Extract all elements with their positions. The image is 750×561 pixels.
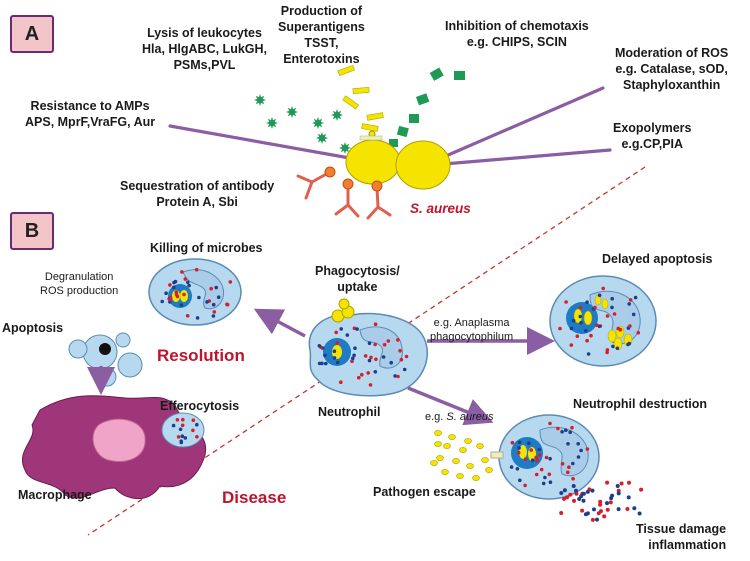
macrophage	[22, 395, 207, 500]
delayed-apoptosis-label: Delayed apoptosis	[602, 252, 713, 266]
pathogen-escape-label: Pathogen escape	[373, 485, 476, 499]
resolution-label: Resolution	[157, 346, 245, 365]
panel-a-label: A	[10, 15, 54, 53]
destroyed-neutrophil	[490, 414, 600, 500]
central-neutrophil	[308, 298, 429, 397]
phagocytosis-label: Phagocytosis/uptake	[315, 264, 400, 294]
neutrophil-label: Neutrophil	[318, 405, 381, 419]
efferocytosis-label: Efferocytosis	[160, 399, 240, 413]
delayed-apoptosis-neutrophil	[549, 275, 657, 367]
organism-label: S. aureus	[410, 201, 471, 216]
escaping-bacteria	[430, 430, 493, 481]
superantigen-bars	[337, 64, 384, 132]
process-arrows	[87, 308, 555, 426]
destruction-label: Neutrophil destruction	[573, 397, 708, 411]
eg-saureus-label: e.g. S. aureus	[425, 411, 494, 423]
panel-b-label: B	[10, 212, 54, 250]
macrophage-label: Macrophage	[18, 488, 92, 502]
efferocytosed-cell	[161, 412, 205, 448]
chemotaxis-inhibitors	[389, 67, 465, 147]
apoptosis-label: Apoptosis	[2, 321, 64, 335]
protein-a-dots	[324, 166, 383, 192]
killing-label: Killing of microbes	[150, 241, 263, 255]
s-aureus-cluster	[345, 130, 451, 190]
apoptotic-bodies	[68, 332, 143, 387]
killing-neutrophil	[148, 258, 242, 326]
disease-label: Disease	[222, 488, 287, 507]
antibodies	[296, 170, 392, 220]
tissue-debris	[559, 480, 644, 522]
virulence-spokes	[168, 86, 612, 167]
